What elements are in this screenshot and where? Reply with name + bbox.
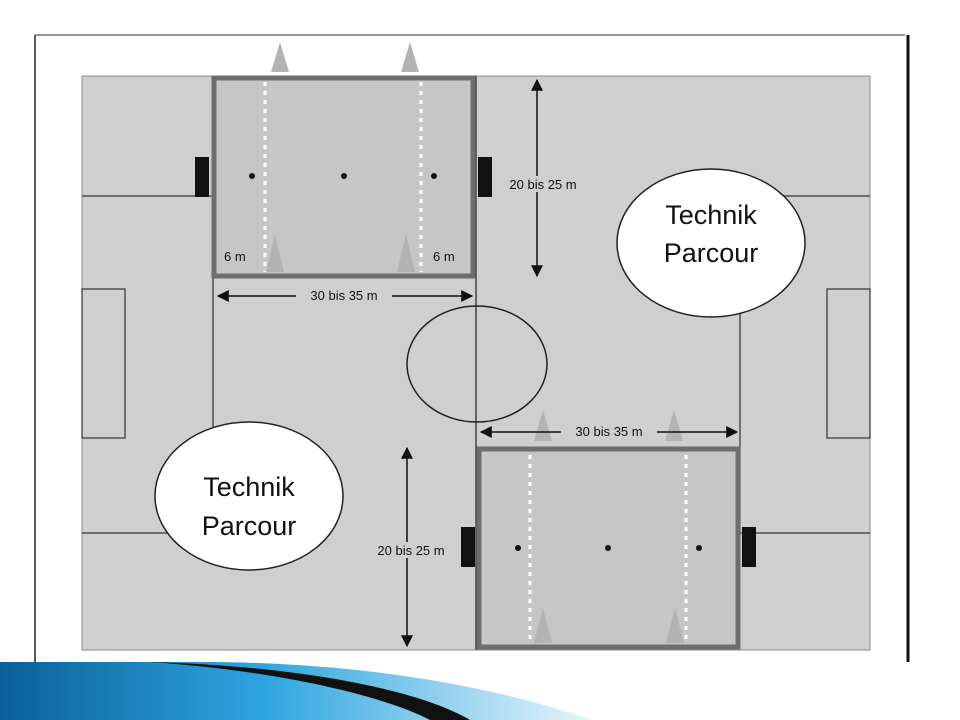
right-goal-area (826, 288, 871, 439)
marker-dot (249, 173, 255, 179)
cone-top-right-upper (401, 42, 419, 72)
height-label-bottom-bg (366, 542, 452, 558)
center-circle (406, 305, 548, 423)
width-label-top-bg (296, 287, 392, 303)
width-label-bottom-bg (561, 423, 657, 439)
right-penalty-area (739, 195, 870, 534)
cone-bottom-right-lower (666, 608, 684, 643)
left-goal-area (81, 288, 126, 439)
slide-swoosh-dark-edge (150, 662, 470, 720)
small-field-bottom (476, 446, 741, 650)
station-bottom-left-line2: Parcour (202, 511, 297, 541)
technik-parcour-station-bottom-left (154, 421, 344, 571)
station-top-right-line2: Parcour (664, 238, 759, 268)
height-label-top-bg (500, 176, 576, 192)
cone-bottom-left-lower (534, 608, 552, 643)
cone-top-left-lower (266, 234, 284, 272)
goal-top-left (195, 157, 209, 197)
goal-bottom-right (742, 527, 756, 567)
station-top-right-line1: Technik (665, 200, 757, 230)
height-label-top: 20 bis 25 m (509, 177, 576, 192)
technik-parcour-station-top-right (616, 168, 806, 318)
marker-dot (515, 545, 521, 551)
goal-bottom-left (461, 527, 475, 567)
station-bottom-left-line1: Technik (203, 472, 295, 502)
left-penalty-area (82, 195, 214, 534)
cone-top-left-upper (271, 42, 289, 72)
marker-dot (605, 545, 611, 551)
slide-swoosh-decoration (0, 662, 592, 720)
marker-dot (341, 173, 347, 179)
width-label-bottom: 30 bis 35 m (575, 424, 642, 439)
zone-label-right: 6 m (433, 249, 455, 264)
marker-dot (431, 173, 437, 179)
height-label-bottom: 20 bis 25 m (377, 543, 444, 558)
width-label-top: 30 bis 35 m (310, 288, 377, 303)
marker-dot (696, 545, 702, 551)
goal-top-right (478, 157, 492, 197)
cone-top-right-lower (397, 234, 415, 272)
zone-label-left: 6 m (224, 249, 246, 264)
